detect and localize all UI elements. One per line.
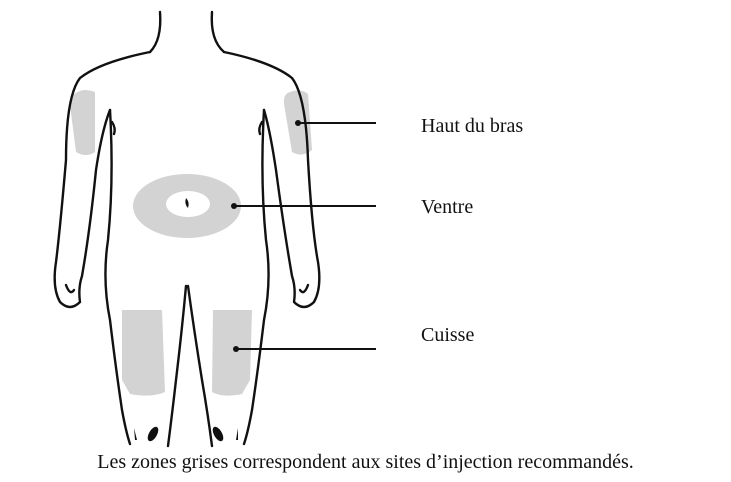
left-knee-mark: [146, 425, 161, 443]
right-torso-line: [244, 110, 269, 444]
left-inner-leg: [168, 286, 186, 446]
zone-thigh-right: [212, 310, 252, 396]
zone-thigh-left: [122, 310, 165, 396]
left-knee-line: [134, 428, 137, 440]
callout-dot-abdomen: [231, 203, 237, 209]
diagram-caption: Les zones grises correspondent aux sites…: [0, 449, 731, 475]
right-inner-leg: [188, 286, 212, 446]
callouts: [231, 120, 376, 352]
zone-upper-arm-left: [70, 90, 95, 155]
callout-dot-thigh: [233, 346, 239, 352]
label-upper-arm: Haut du bras: [421, 114, 523, 138]
left-torso-line: [105, 110, 130, 444]
callout-dot-upper-arm: [295, 120, 301, 126]
right-silhouette: [224, 52, 319, 307]
neck-left: [150, 12, 160, 52]
navel: [185, 198, 188, 208]
right-knee-mark: [211, 425, 226, 443]
neck-right: [212, 12, 224, 52]
left-elbow-mark: [112, 122, 115, 134]
right-elbow-mark: [259, 122, 262, 134]
label-abdomen: Ventre: [421, 195, 473, 219]
right-knee-line: [236, 428, 238, 440]
left-hand-detail: [66, 285, 74, 292]
label-thigh: Cuisse: [421, 323, 474, 347]
right-hand-detail: [300, 285, 308, 292]
left-silhouette: [55, 52, 150, 307]
